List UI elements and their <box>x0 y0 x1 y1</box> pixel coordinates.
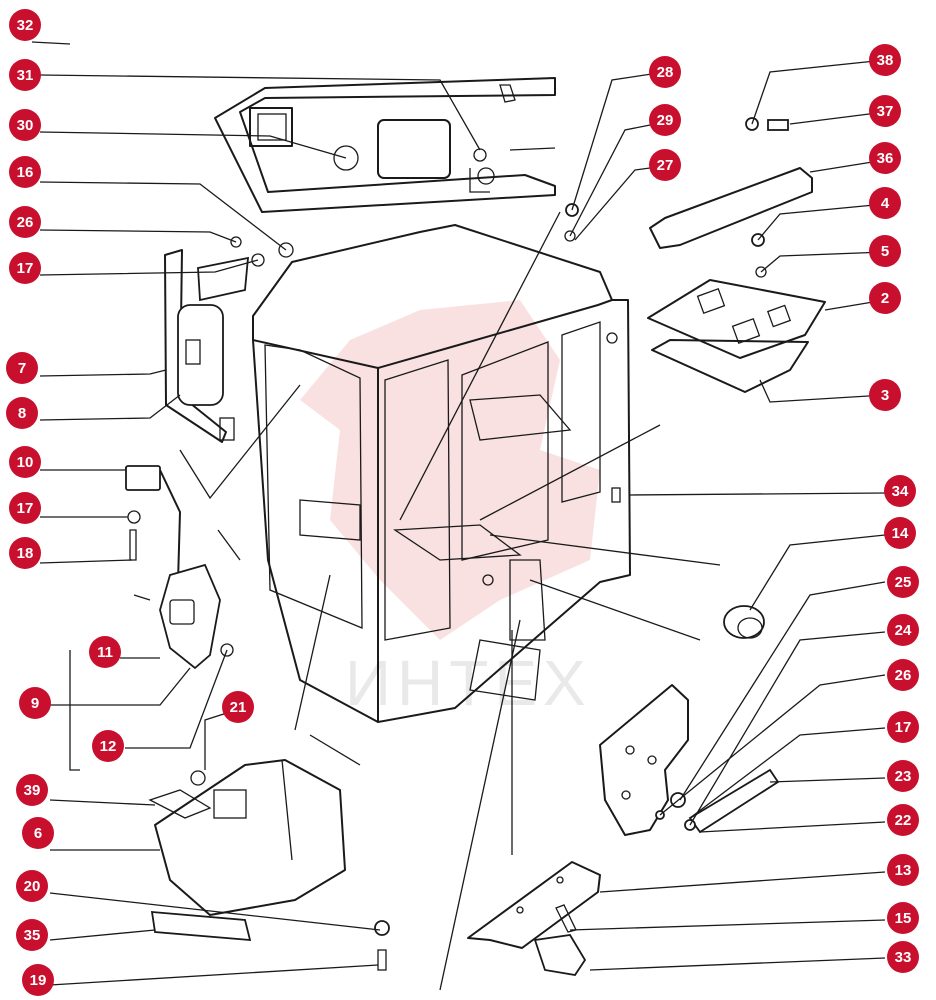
svg-text:37: 37 <box>877 103 894 120</box>
svg-text:11: 11 <box>97 644 113 661</box>
callout-marker: 17 <box>887 711 919 743</box>
svg-text:27: 27 <box>657 157 674 174</box>
callout-marker: 5 <box>869 235 901 267</box>
svg-text:9: 9 <box>31 695 39 712</box>
watermark-logo <box>300 300 600 640</box>
svg-text:3: 3 <box>881 387 889 404</box>
callout-marker: 17 <box>9 492 41 524</box>
svg-text:33: 33 <box>895 949 912 966</box>
callout-marker: 21 <box>222 691 254 723</box>
lower-left-panel <box>148 759 390 971</box>
watermark: ИНТЕХ <box>300 300 600 719</box>
svg-text:26: 26 <box>17 214 34 231</box>
callout-marker: 26 <box>9 206 41 238</box>
svg-text:18: 18 <box>17 545 34 562</box>
callout-marker: 16 <box>9 156 41 188</box>
callout-marker: 2 <box>869 282 901 314</box>
callout-marker: 4 <box>869 187 901 219</box>
callout-marker: 27 <box>649 149 681 181</box>
callout-marker: 18 <box>9 537 41 569</box>
callout-marker: 6 <box>22 817 54 849</box>
svg-text:17: 17 <box>17 260 34 277</box>
callout-marker: 25 <box>887 566 919 598</box>
svg-text:23: 23 <box>895 768 912 785</box>
svg-text:19: 19 <box>30 972 47 989</box>
roof-vent <box>564 117 826 393</box>
callout-marker: 14 <box>884 517 916 549</box>
svg-text:29: 29 <box>657 112 674 129</box>
callout-marker: 10 <box>9 446 41 478</box>
callout-marker: 39 <box>16 774 48 806</box>
callout-marker: 15 <box>887 902 919 934</box>
callout-marker: 37 <box>869 95 901 127</box>
mirror-left <box>124 465 234 670</box>
cab-body <box>252 224 631 723</box>
callout-marker: 26 <box>887 659 919 691</box>
callout-marker: 38 <box>869 44 901 76</box>
callout-marker: 28 <box>649 56 681 88</box>
watermark-text: ИНТЕХ <box>345 647 592 719</box>
callout-marker: 12 <box>92 730 124 762</box>
callout-marker: 30 <box>9 109 41 141</box>
svg-text:36: 36 <box>877 150 894 167</box>
callout-marker: 23 <box>887 760 919 792</box>
svg-text:21: 21 <box>230 699 247 716</box>
svg-text:20: 20 <box>24 878 41 895</box>
callout-marker: 29 <box>649 104 681 136</box>
svg-text:16: 16 <box>17 164 34 181</box>
callout-marker: 31 <box>9 59 41 91</box>
svg-text:30: 30 <box>17 117 34 134</box>
callout-marker: 35 <box>16 919 48 951</box>
svg-text:22: 22 <box>895 812 912 829</box>
svg-text:10: 10 <box>17 454 34 471</box>
svg-text:26: 26 <box>895 667 912 684</box>
step-plate <box>467 861 601 976</box>
callout-marker: 34 <box>884 475 916 507</box>
cap-part <box>723 605 765 639</box>
svg-text:35: 35 <box>24 927 41 944</box>
svg-text:14: 14 <box>892 525 909 542</box>
svg-text:4: 4 <box>881 195 890 212</box>
svg-text:17: 17 <box>895 719 912 736</box>
callout-marker: 22 <box>887 804 919 836</box>
svg-text:7: 7 <box>18 360 26 377</box>
svg-text:17: 17 <box>17 500 34 517</box>
svg-text:39: 39 <box>24 782 41 799</box>
callout-marker: 19 <box>22 964 54 996</box>
svg-text:6: 6 <box>34 825 42 842</box>
svg-text:24: 24 <box>895 622 912 639</box>
callout-marker: 32 <box>9 9 41 41</box>
svg-text:13: 13 <box>895 862 912 879</box>
callout-marker: 3 <box>869 379 901 411</box>
svg-text:12: 12 <box>100 738 117 755</box>
svg-text:8: 8 <box>18 405 26 422</box>
callouts: 32 31 30 16 26 17 7 8 10 17 18 11 9 12 2… <box>6 9 919 996</box>
callout-marker: 13 <box>887 854 919 886</box>
callout-marker: 7 <box>6 352 38 384</box>
svg-text:25: 25 <box>895 574 912 591</box>
floor-bracket <box>599 684 780 836</box>
callout-marker: 9 <box>19 687 51 719</box>
callout-marker: 20 <box>16 870 48 902</box>
roof-panel <box>214 77 556 213</box>
callout-marker: 24 <box>887 614 919 646</box>
callout-marker: 17 <box>9 252 41 284</box>
svg-text:31: 31 <box>17 67 34 84</box>
svg-text:2: 2 <box>881 290 889 307</box>
svg-text:15: 15 <box>895 910 912 927</box>
callout-marker: 36 <box>869 142 901 174</box>
svg-text:34: 34 <box>892 483 909 500</box>
svg-text:32: 32 <box>17 17 34 34</box>
callout-marker: 11 <box>89 636 121 668</box>
svg-text:5: 5 <box>881 243 889 260</box>
callout-marker: 33 <box>887 941 919 973</box>
svg-text:38: 38 <box>877 52 894 69</box>
callout-marker: 8 <box>6 397 38 429</box>
svg-text:28: 28 <box>657 64 674 81</box>
